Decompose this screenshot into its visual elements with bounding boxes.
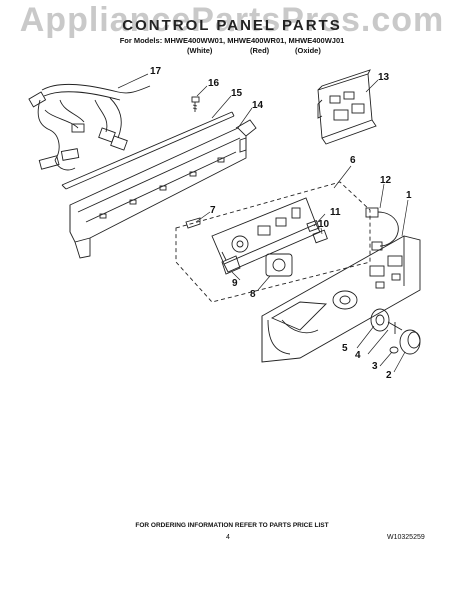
variant-red: (Red): [250, 46, 270, 55]
callout-10: 10: [318, 219, 330, 230]
callout-5: 5: [342, 343, 348, 354]
small-board-11-part: [306, 219, 320, 233]
document-id: W10325259: [387, 534, 425, 541]
knob-insert-part: [370, 308, 390, 332]
callout-7: 7: [210, 205, 216, 216]
spacer-part: [389, 346, 399, 354]
knob-part: [399, 329, 421, 355]
control-board-part: [317, 69, 377, 145]
callout-6: 6: [350, 155, 356, 166]
bracket-part: [221, 255, 241, 275]
page-title: CONTROL PANEL PARTS: [122, 17, 342, 34]
callout-3: 3: [372, 361, 378, 372]
small-board-10-part: [312, 229, 328, 244]
console-panel-part: [69, 119, 257, 259]
wiring-harness-part: [28, 83, 151, 171]
callout-13: 13: [378, 72, 390, 83]
callout-15: 15: [231, 88, 243, 99]
assembly-boundary: [175, 181, 371, 303]
callout-12: 12: [380, 175, 392, 186]
callout-16: 16: [208, 78, 220, 89]
page-number: 4: [226, 534, 230, 541]
retainer-part: [387, 321, 403, 334]
watermark: AppliancePartsPros.com: [19, 1, 445, 39]
rail-part: [61, 111, 235, 190]
callout-2: 2: [386, 370, 392, 381]
callout-1: 1: [406, 190, 412, 201]
model-list: For Models: MHWE400WW01, MHWE400WR01, MH…: [119, 36, 345, 45]
switch-part: [365, 207, 399, 251]
ordering-note: FOR ORDERING INFORMATION REFER TO PARTS …: [135, 522, 329, 529]
front-console-part: [261, 235, 421, 363]
variant-oxide: (Oxide): [295, 46, 321, 55]
encoder-part: [265, 253, 293, 277]
screw-part: [191, 96, 200, 112]
callout-17: 17: [150, 66, 162, 77]
callout-9: 9: [232, 278, 238, 289]
callout-14: 14: [252, 100, 264, 111]
variant-white: (White): [187, 46, 213, 55]
clip-part: [185, 217, 201, 229]
callout-4: 4: [355, 350, 361, 361]
callout-11: 11: [330, 207, 341, 218]
callout-8: 8: [250, 289, 256, 300]
